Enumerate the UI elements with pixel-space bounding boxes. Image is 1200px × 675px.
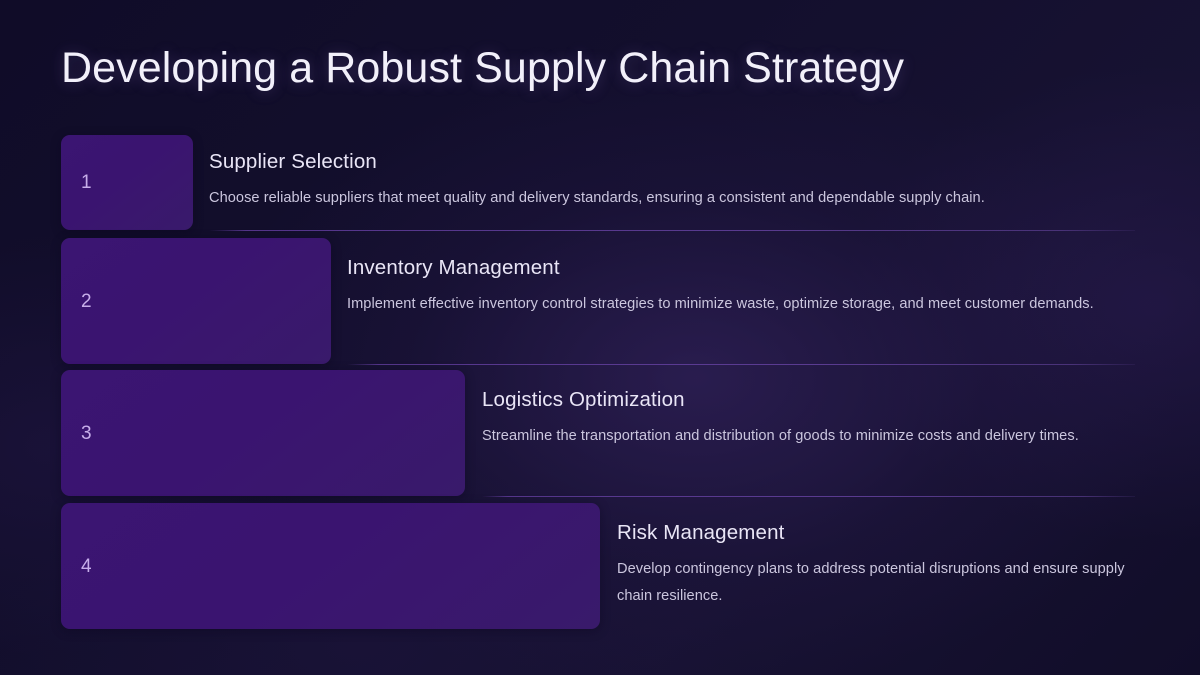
step-number-1: 1 [81, 172, 92, 193]
step-divider-3 [482, 496, 1135, 497]
step-description-4: Develop contingency plans to address pot… [617, 561, 1125, 604]
step-divider-1 [209, 230, 1135, 231]
step-row-1[interactable]: 1 Supplier Selection Choose reliable sup… [61, 135, 1135, 239]
step-content-2: Inventory Management Implement effective… [347, 256, 1135, 318]
step-row-4[interactable]: 4 Risk Management Develop contingency pl… [61, 503, 1135, 636]
step-row-3[interactable]: 3 Logistics Optimization Streamline the … [61, 370, 1135, 503]
step-description-2: Implement effective inventory control st… [347, 296, 1094, 312]
step-number-box-3[interactable]: 3 [61, 370, 465, 496]
page-title: Developing a Robust Supply Chain Strateg… [61, 44, 905, 92]
step-content-3: Logistics Optimization Streamline the tr… [482, 388, 1135, 450]
step-description-1: Choose reliable suppliers that meet qual… [209, 190, 985, 206]
step-heading-4: Risk Management [617, 521, 785, 544]
step-content-1: Supplier Selection Choose reliable suppl… [209, 150, 1135, 212]
step-heading-3: Logistics Optimization [482, 388, 685, 411]
step-number-box-2[interactable]: 2 [61, 238, 331, 364]
step-heading-2: Inventory Management [347, 256, 560, 279]
step-divider-2 [347, 364, 1135, 365]
step-description-3: Streamline the transportation and distri… [482, 428, 1079, 444]
step-number-4: 4 [81, 555, 92, 577]
step-heading-1: Supplier Selection [209, 150, 377, 173]
step-number-box-1[interactable]: 1 [61, 135, 193, 230]
step-number-box-4[interactable]: 4 [61, 503, 600, 629]
step-content-4: Risk Management Develop contingency plan… [617, 521, 1135, 610]
step-row-2[interactable]: 2 Inventory Management Implement effecti… [61, 238, 1135, 371]
step-number-3: 3 [81, 422, 92, 444]
step-number-2: 2 [81, 290, 92, 312]
